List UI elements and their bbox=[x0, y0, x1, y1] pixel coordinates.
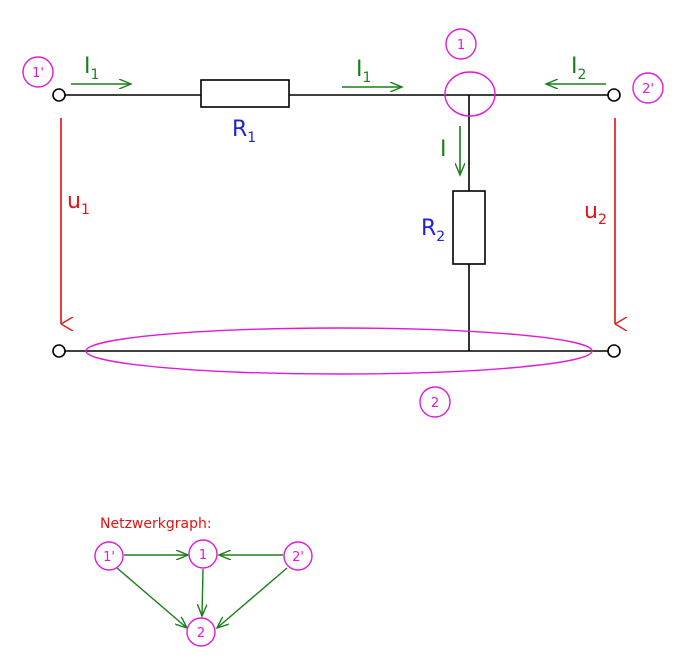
node-2prime-label: 2' bbox=[642, 82, 654, 97]
graph-edge-2prime-2 bbox=[217, 567, 288, 628]
node-2prime-badge bbox=[632, 72, 664, 104]
node-1-badge bbox=[445, 28, 477, 60]
node-1-region bbox=[444, 71, 496, 117]
label-i2: I2 bbox=[571, 54, 586, 83]
label-i1-left: I1 bbox=[84, 54, 99, 83]
graph-edge-1-2 bbox=[202, 568, 203, 616]
voltage-arrows bbox=[60, 118, 615, 324]
label-r2: R2 bbox=[421, 216, 445, 245]
node-markers bbox=[22, 28, 664, 418]
wires bbox=[65, 94, 608, 352]
resistor-r2 bbox=[452, 190, 486, 265]
graph-edge-1prime-2 bbox=[116, 567, 187, 628]
graph-node-2-label: 2 bbox=[197, 626, 205, 641]
label-r1: R1 bbox=[232, 117, 256, 146]
node-1prime-badge bbox=[22, 56, 54, 88]
graph-node-1prime-label: 1' bbox=[103, 550, 115, 565]
terminal-top-right bbox=[607, 88, 621, 102]
graph-node-2 bbox=[186, 617, 216, 647]
graph-node-labels: 1' 1 2' 2 bbox=[103, 548, 304, 641]
label-u2: u2 bbox=[584, 199, 607, 228]
current-arrows bbox=[71, 84, 606, 175]
graph-edges bbox=[116, 555, 288, 628]
node-2-badge bbox=[419, 386, 451, 418]
graph-node-2prime-label: 2' bbox=[292, 550, 304, 565]
graph-node-2prime bbox=[283, 541, 313, 571]
graph-node-1prime bbox=[94, 541, 124, 571]
terminals bbox=[52, 88, 621, 358]
label-i1-right: I1 bbox=[356, 57, 371, 86]
graph-title: Netzwerkgraph: bbox=[100, 516, 212, 532]
label-u1: u1 bbox=[67, 189, 90, 218]
node-2-region bbox=[85, 327, 593, 375]
graph-node-1-label: 1 bbox=[199, 548, 207, 563]
node-1-label: 1 bbox=[457, 38, 465, 53]
graph-nodes bbox=[94, 539, 313, 647]
node-labels: 1' 1 2' 2 bbox=[32, 38, 654, 411]
terminal-top-left bbox=[52, 88, 66, 102]
terminal-bottom-left bbox=[52, 344, 66, 358]
graph-node-1 bbox=[188, 539, 218, 569]
node-1prime-label: 1' bbox=[32, 66, 44, 81]
terminal-bottom-right bbox=[607, 344, 621, 358]
node-2-label: 2 bbox=[431, 396, 439, 411]
label-i: I bbox=[440, 137, 447, 162]
resistor-r1 bbox=[200, 79, 290, 108]
